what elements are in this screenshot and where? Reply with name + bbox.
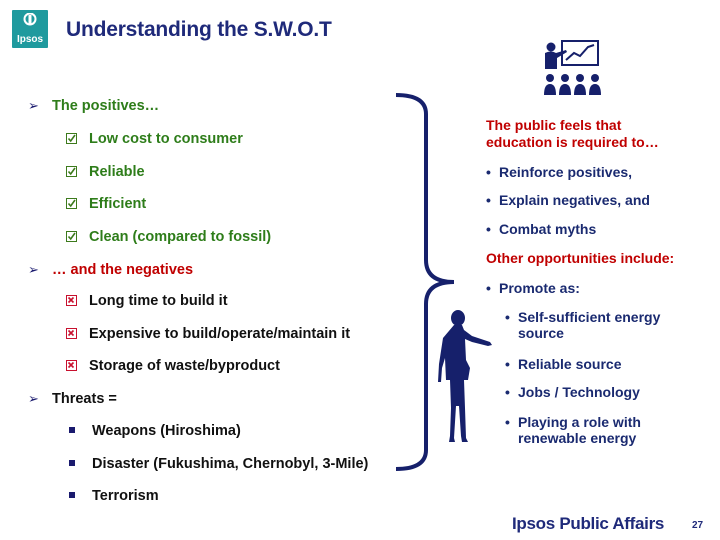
- square-bullet-icon: [69, 460, 75, 466]
- negative-item: Storage of waste/byproduct: [66, 358, 280, 374]
- positive-item: Clean (compared to fossil): [66, 229, 271, 245]
- threat-item: Weapons (Hiroshima): [66, 423, 241, 439]
- positive-item: Efficient: [66, 196, 146, 212]
- checkbox-x-icon: [66, 328, 77, 339]
- slide-title: Understanding the S.W.O.T: [66, 18, 332, 41]
- education-item: •Reinforce positives,: [486, 164, 633, 180]
- bullet-dot-icon: •: [505, 309, 510, 325]
- promote-item: •Reliable source: [505, 356, 622, 372]
- logo-mark-icon: [23, 13, 37, 26]
- woman-pointing-icon: [438, 310, 492, 442]
- opportunities-heading: Other opportunities include:: [486, 250, 675, 266]
- threat-item: Terrorism: [66, 488, 159, 504]
- positives-heading: ➢The positives…: [28, 98, 160, 114]
- checkbox-x-icon: [66, 295, 77, 306]
- arrow-bullet-icon: ➢: [28, 391, 39, 406]
- threat-item: Disaster (Fukushima, Chernobyl, 3-Mile): [66, 456, 368, 472]
- negative-item: Expensive to build/operate/maintain it: [66, 326, 350, 342]
- bullet-dot-icon: •: [505, 414, 510, 430]
- bullet-dot-icon: •: [486, 164, 491, 180]
- positive-item: Low cost to consumer: [66, 131, 243, 147]
- checkbox-checked-icon: [66, 231, 77, 242]
- negative-item: Long time to build it: [66, 293, 228, 309]
- ipsos-logo: Ipsos: [12, 10, 48, 48]
- logo-text: Ipsos: [16, 34, 44, 45]
- arrow-bullet-icon: ➢: [28, 98, 39, 113]
- presentation-audience-icon: [544, 40, 601, 95]
- checkbox-x-icon: [66, 360, 77, 371]
- negatives-heading: ➢… and the negatives: [28, 262, 194, 278]
- footer-brand: Ipsos Public Affairs: [512, 514, 665, 533]
- education-item: •Combat myths: [486, 221, 597, 237]
- positive-item: Reliable: [66, 164, 145, 180]
- bullet-dot-icon: •: [505, 384, 510, 400]
- checkbox-checked-icon: [66, 198, 77, 209]
- education-heading-line1: The public feels that: [486, 117, 622, 133]
- page-number: 27: [692, 520, 704, 531]
- threats-heading: ➢Threats =: [28, 391, 117, 407]
- right-brace: [395, 93, 455, 471]
- square-bullet-icon: [69, 492, 75, 498]
- promote-label: •Promote as:: [486, 280, 580, 296]
- checkbox-checked-icon: [66, 166, 77, 177]
- bullet-dot-icon: •: [486, 192, 491, 208]
- education-heading-line2: education is required to…: [486, 134, 659, 150]
- arrow-bullet-icon: ➢: [28, 262, 39, 277]
- checkbox-checked-icon: [66, 133, 77, 144]
- bullet-dot-icon: •: [486, 280, 491, 296]
- promote-item: •Jobs / Technology: [505, 384, 640, 400]
- education-item: •Explain negatives, and: [486, 192, 650, 208]
- bullet-dot-icon: •: [505, 356, 510, 372]
- bullet-dot-icon: •: [486, 221, 491, 237]
- square-bullet-icon: [69, 427, 75, 433]
